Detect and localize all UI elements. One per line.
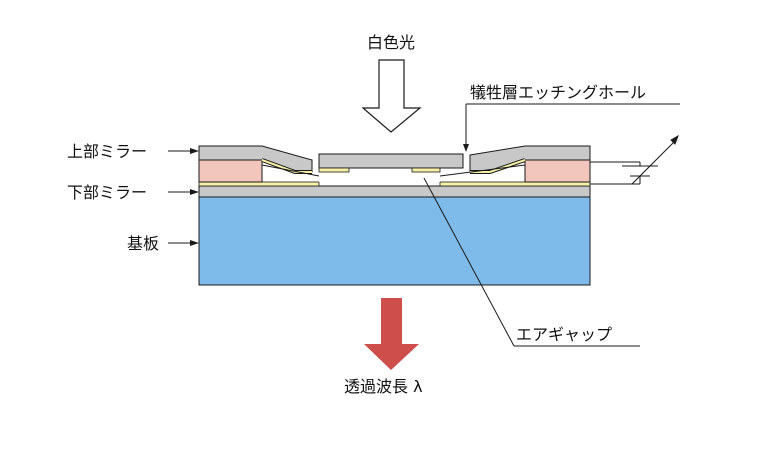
substrate-leader [168,240,199,246]
voltage-source [590,134,679,185]
top-mirror-label: 上部ミラー [67,142,147,161]
sacrificial-layer-left [198,159,263,183]
air-gap-label: エアギャップ [516,325,612,344]
top-electrode-center-left [318,167,350,173]
bottom-mirror [198,185,591,198]
bottom-electrode-left [198,181,320,187]
membrane-edge-right [439,164,526,177]
incident-arrow-shape [361,59,422,133]
top-electrode-right-fill [470,159,526,173]
sacrificial-layer-right [524,159,591,183]
air-gap-leader [423,177,640,347]
substrate [198,196,591,286]
bottom-mirror-leader [168,189,199,195]
top-mirror-leader [168,148,199,154]
top-electrode-left-fill [261,159,312,173]
transmitted-wavelength-label: 透過波長 λ [344,377,423,396]
top-electrode-center-right [411,167,441,173]
membrane-edge-left [261,164,320,177]
white-light-label: 白色光 [367,33,415,52]
incident-light-arrow [361,59,422,133]
bottom-mirror-label: 下部ミラー [67,183,147,202]
substrate-label: 基板 [127,234,159,253]
top-mirror-center [318,153,464,169]
etch-hole-leader [463,103,680,152]
bottom-electrode-right [439,181,591,187]
air-gap [319,172,440,182]
transmitted-light-arrow [364,298,419,370]
etch-hole-label: 犠牲層エッチングホール [470,83,646,102]
